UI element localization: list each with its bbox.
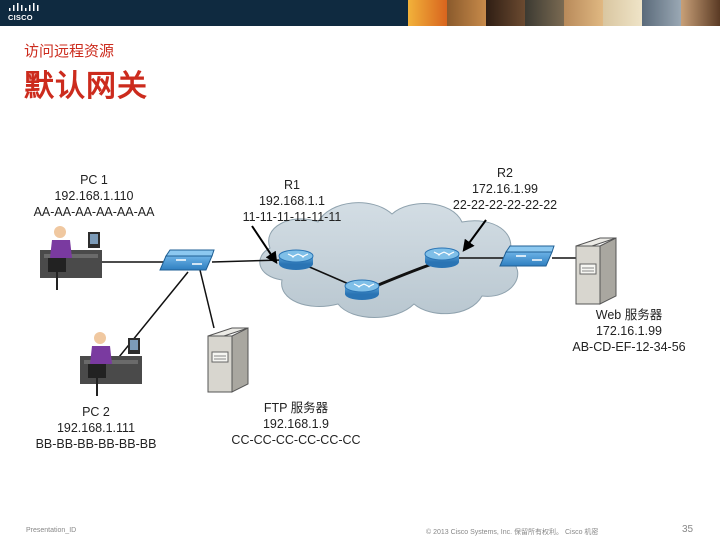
pc1-label: PC 1 192.168.1.110 AA-AA-AA-AA-AA-AA (26, 172, 162, 220)
footer-presentation-id: Presentation_ID (26, 527, 76, 534)
web-server-ip: 172.16.1.99 (560, 323, 698, 339)
ftp-server-icon (208, 328, 248, 392)
r1-mac: 11-11-11-11-11-11 (226, 209, 358, 225)
pc2-workstation-icon (80, 332, 142, 396)
ftp-server-name: FTP 服务器 (220, 400, 372, 416)
router-r2-icon (425, 248, 459, 268)
web-server-name: Web 服务器 (560, 307, 698, 323)
lan-switch-right-icon (500, 246, 554, 266)
pc2-label: PC 2 192.168.1.111 BB-BB-BB-BB-BB-BB (28, 404, 164, 452)
pc1-ip: 192.168.1.110 (26, 188, 162, 204)
footer-copyright: © 2013 Cisco Systems, Inc. 保留所有权利。 Cisco… (426, 527, 598, 537)
r2-mac: 22-22-22-22-22-22 (438, 197, 572, 213)
router-middle-icon (345, 280, 379, 300)
link-switch-ftp (200, 270, 214, 328)
link-pc2-switch (115, 272, 188, 362)
router-r1-icon (279, 250, 313, 270)
pc2-mac: BB-BB-BB-BB-BB-BB (28, 436, 164, 452)
r1-name: R1 (226, 177, 358, 193)
r2-label: R2 172.16.1.99 22-22-22-22-22-22 (438, 165, 572, 213)
r1-ip: 192.168.1.1 (226, 193, 358, 209)
ftp-server-mac: CC-CC-CC-CC-CC-CC (220, 432, 372, 448)
lan-switch-left-icon (160, 250, 214, 270)
web-server-icon (576, 238, 616, 304)
web-server-label: Web 服务器 172.16.1.99 AB-CD-EF-12-34-56 (560, 307, 698, 355)
page-number: 35 (682, 524, 693, 535)
ftp-server-ip: 192.168.1.9 (220, 416, 372, 432)
pc1-workstation-icon (40, 226, 102, 290)
pc1-mac: AA-AA-AA-AA-AA-AA (26, 204, 162, 220)
r1-label: R1 192.168.1.1 11-11-11-11-11-11 (226, 177, 358, 225)
web-server-mac: AB-CD-EF-12-34-56 (560, 339, 698, 355)
ftp-server-label: FTP 服务器 192.168.1.9 CC-CC-CC-CC-CC-CC (220, 400, 372, 448)
r2-name: R2 (438, 165, 572, 181)
pc2-name: PC 2 (28, 404, 164, 420)
r2-ip: 172.16.1.99 (438, 181, 572, 197)
pc2-ip: 192.168.1.111 (28, 420, 164, 436)
pc1-name: PC 1 (26, 172, 162, 188)
